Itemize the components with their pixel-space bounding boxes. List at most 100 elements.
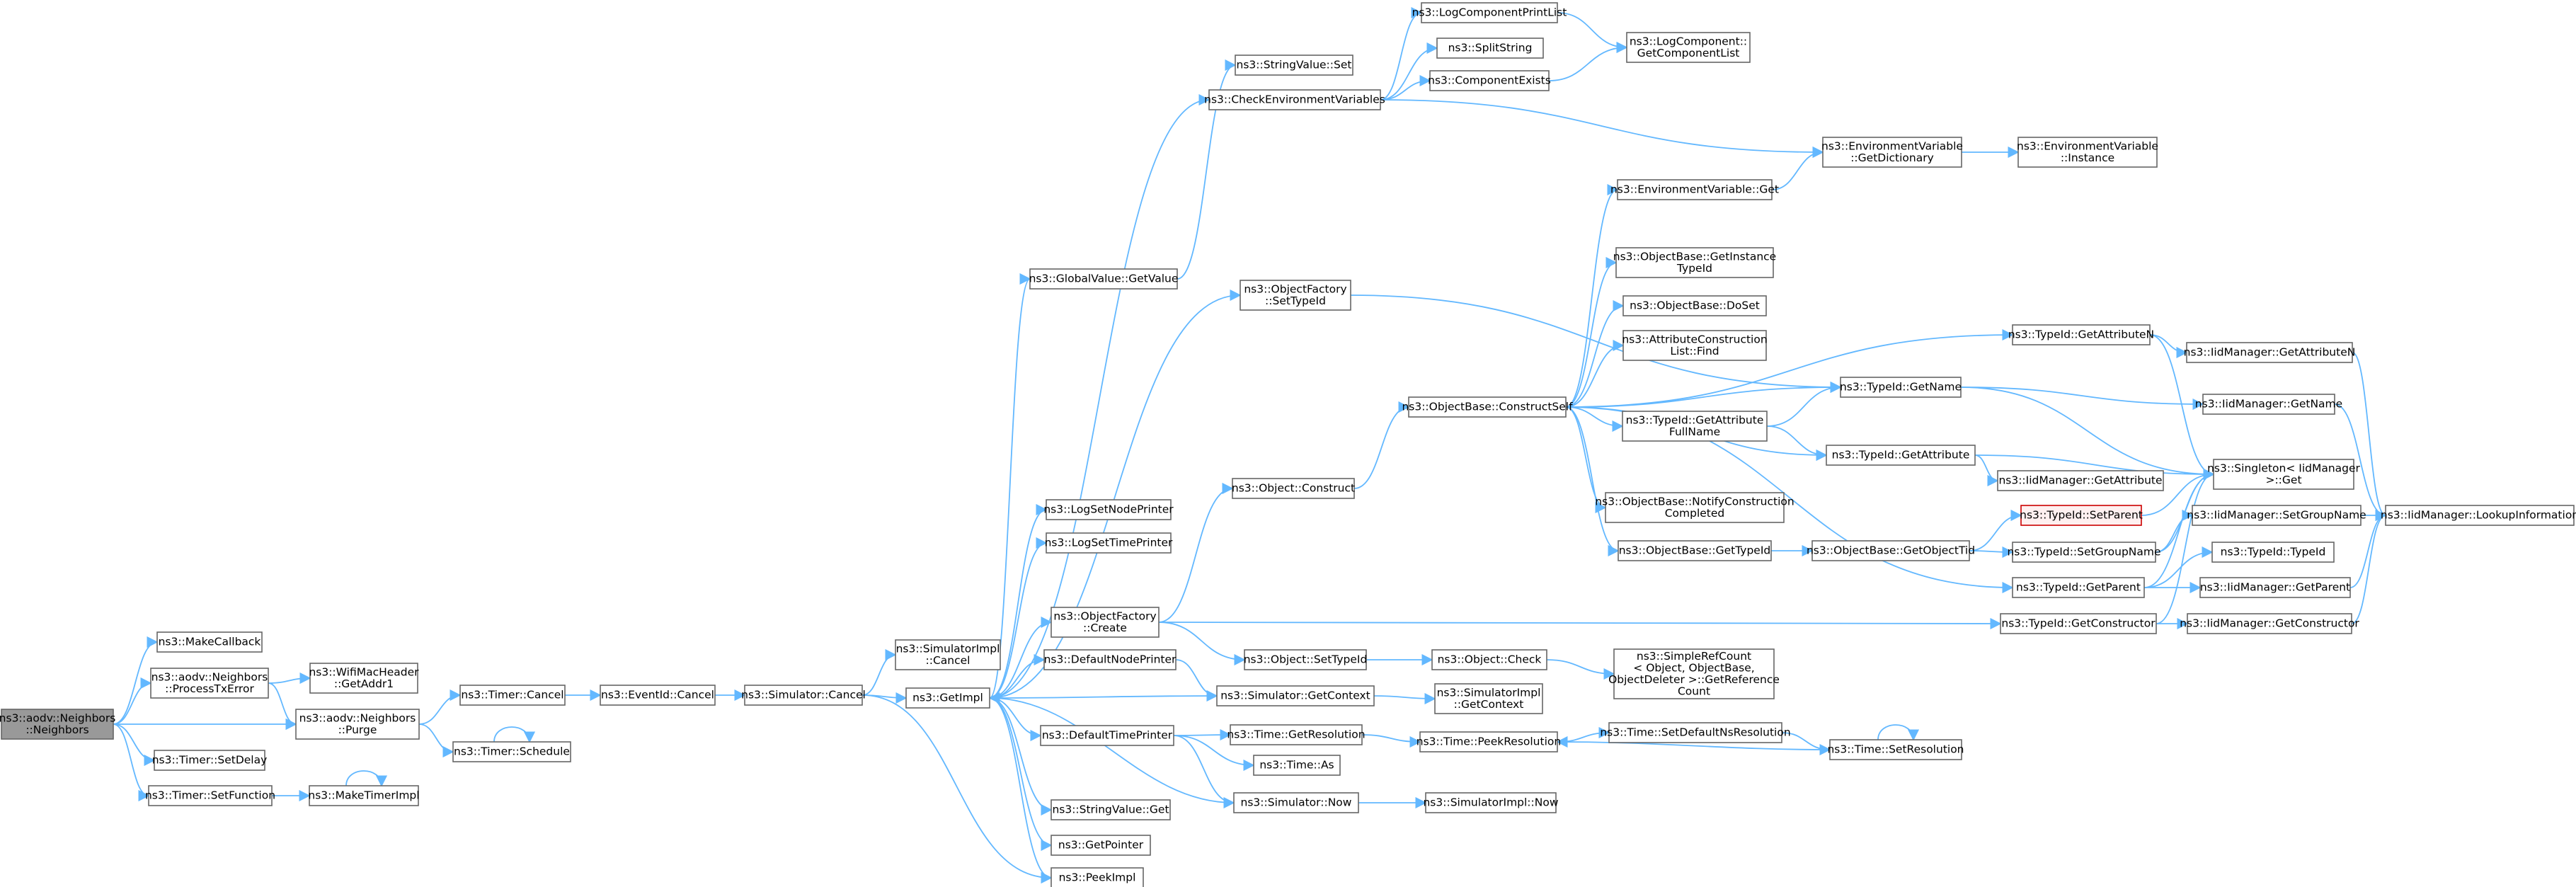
edge-purge-to-timerSchedule: [418, 723, 454, 758]
node-getImpl[interactable]: ns3::GetImpl: [905, 687, 990, 709]
node-label: ns3::ObjectBase::NotifyConstruction: [1595, 495, 1794, 508]
node-box: [1408, 396, 1567, 418]
node-typeIdTypeId[interactable]: ns3::TypeId::TypeId: [2211, 542, 2335, 563]
node-eventIdCancel[interactable]: ns3::EventId::Cancel: [600, 685, 716, 706]
node-box: [1046, 499, 1172, 520]
node-timerCancel[interactable]: ns3::Timer::Cancel: [459, 685, 566, 706]
node-objFactCreate[interactable]: ns3::ObjectFactory::Create: [1051, 607, 1160, 638]
node-objBaseGetObjTid[interactable]: ns3::ObjectBase::GetObjectTid: [1807, 540, 1975, 561]
node-logCompGetList[interactable]: ns3::LogComponent::GetComponentList: [1626, 32, 1751, 63]
node-simNow[interactable]: ns3::Simulator::Now: [1233, 792, 1359, 813]
node-box: [2211, 542, 2335, 563]
node-compExists[interactable]: ns3::ComponentExists: [1428, 70, 1551, 91]
node-box: [2187, 613, 2352, 634]
node-defNodePrinter[interactable]: ns3::DefaultNodePrinter: [1043, 649, 1177, 670]
node-label: ns3::IidManager::GetAttributeN: [2184, 346, 2356, 359]
node-purge[interactable]: ns3::aodv::Neighbors::Purge: [295, 709, 420, 740]
node-objSetTypeId[interactable]: ns3::Object::SetTypeId: [1244, 649, 1368, 670]
node-makeTimerImpl[interactable]: ns3::MakeTimerImpl: [308, 785, 420, 806]
node-label: ns3::IidManager::SetGroupName: [2187, 509, 2366, 522]
node-typeIdGetCtor[interactable]: ns3::TypeId::GetConstructor: [2000, 613, 2157, 634]
node-typeIdGetAttrN[interactable]: ns3::TypeId::GetAttributeN: [2008, 324, 2154, 345]
edge-checkEnv-to-logCompPrint: [1380, 6, 1423, 101]
node-typeIdGetName[interactable]: ns3::TypeId::GetName: [1840, 377, 1962, 398]
node-label: ns3::aodv::Neighbors: [299, 711, 416, 724]
node-timePeekRes[interactable]: ns3::Time::PeekResolution: [1416, 731, 1561, 752]
node-label: ns3::TypeId::GetAttribute: [1832, 449, 1970, 462]
node-simImplCancel[interactable]: ns3::SimulatorImpl::Cancel: [895, 639, 1001, 670]
node-iidSetGroupName[interactable]: ns3::IidManager::SetGroupName: [2187, 505, 2366, 526]
node-box: [2192, 505, 2362, 526]
node-iidGetAttrN[interactable]: ns3::IidManager::GetAttributeN: [2184, 342, 2356, 363]
node-logSetNode[interactable]: ns3::LogSetNodePrinter: [1043, 499, 1174, 520]
edge-root-to-timerSetDelay: [113, 723, 156, 767]
node-svSet[interactable]: ns3::StringValue::Set: [1235, 55, 1353, 76]
node-envGet[interactable]: ns3::EnvironmentVariable::Get: [1610, 179, 1779, 200]
node-simGetContext[interactable]: ns3::Simulator::GetContext: [1216, 685, 1375, 706]
node-box: [1826, 445, 1976, 466]
node-iidGetParent[interactable]: ns3::IidManager::GetParent: [2199, 577, 2351, 598]
node-label: ns3::PeekImpl: [1059, 871, 1136, 884]
node-iidGetCtor[interactable]: ns3::IidManager::GetConstructor: [2180, 613, 2359, 634]
node-typeIdSetGroupName[interactable]: ns3::TypeId::SetGroupName: [2007, 542, 2161, 563]
node-timeSetDefNs[interactable]: ns3::Time::SetDefaultNsResolution: [1600, 722, 1791, 743]
edge-getImpl-to-objFactSetTypeId: [989, 289, 1242, 699]
node-root[interactable]: ns3::aodv::Neighbors::Neighbors: [0, 709, 115, 740]
edge-defTimePrinter-to-timeAs: [1173, 735, 1255, 772]
node-objBaseNotify[interactable]: ns3::ObjectBase::NotifyConstructionCompl…: [1595, 492, 1794, 523]
node-envInstance[interactable]: ns3::EnvironmentVariable::Instance: [2017, 137, 2158, 168]
node-label: ns3::ObjectFactory: [1053, 610, 1156, 622]
node-svGet[interactable]: ns3::StringValue::Get: [1051, 799, 1171, 820]
node-objCheck[interactable]: ns3::Object::Check: [1431, 649, 1547, 670]
edge-checkEnv-to-compExists: [1380, 74, 1431, 101]
node-gvGetValue[interactable]: ns3::GlobalValue::GetValue: [1029, 268, 1179, 290]
node-checkEnv[interactable]: ns3::CheckEnvironmentVariables: [1204, 89, 1385, 110]
node-box: [1029, 268, 1178, 290]
node-singletonGet[interactable]: ns3::Singleton< IidManager>::Get: [2207, 459, 2361, 490]
node-box: [1840, 377, 1962, 398]
node-objConstruct[interactable]: ns3::Object::Construct: [1232, 478, 1355, 499]
node-box: [1811, 540, 1970, 561]
node-timeAs[interactable]: ns3::Time::As: [1253, 755, 1341, 776]
node-defTimePrinter[interactable]: ns3::DefaultTimePrinter: [1040, 725, 1174, 746]
node-splitString[interactable]: ns3::SplitString: [1436, 38, 1544, 59]
node-timeSetRes[interactable]: ns3::Time::SetResolution: [1827, 739, 1964, 760]
node-label: < Object, ObjectBase,: [1633, 661, 1754, 674]
node-lookupInfo[interactable]: ns3::IidManager::LookupInformation: [2381, 505, 2576, 526]
node-procTx[interactable]: ns3::aodv::Neighbors::ProcessTxError: [150, 668, 269, 699]
node-getAddr1[interactable]: ns3::WifiMacHeader::GetAddr1: [309, 663, 419, 694]
node-label: ObjectDeleter >::GetReference: [1608, 673, 1780, 686]
node-peekImpl[interactable]: ns3::PeekImpl: [1051, 867, 1144, 887]
node-iidGetAttr[interactable]: ns3::IidManager::GetAttribute: [1997, 470, 2164, 491]
node-makecb[interactable]: ns3::MakeCallback: [156, 631, 263, 653]
node-label: ::Create: [1083, 622, 1127, 634]
node-label: ns3::CheckEnvironmentVariables: [1204, 93, 1385, 106]
node-timerSetFunc[interactable]: ns3::Timer::SetFunction: [145, 785, 275, 806]
edge-getImpl-to-getPointer: [989, 697, 1053, 852]
node-objFactSetTypeId[interactable]: ns3::ObjectFactory::SetTypeId: [1240, 280, 1351, 311]
node-envGetDict[interactable]: ns3::EnvironmentVariable::GetDictionary: [1821, 137, 1963, 168]
node-logSetTime[interactable]: ns3::LogSetTimePrinter: [1045, 532, 1173, 554]
node-simImplGetCtx[interactable]: ns3::SimulatorImpl::GetContext: [1434, 683, 1543, 714]
node-simCancel[interactable]: ns3::Simulator::Cancel: [741, 685, 866, 706]
node-constructSelf[interactable]: ns3::ObjectBase::ConstructSelf: [1402, 396, 1573, 418]
node-timeGetRes[interactable]: ns3::Time::GetResolution: [1227, 724, 1366, 745]
node-typeIdGetParent[interactable]: ns3::TypeId::GetParent: [2012, 577, 2145, 598]
node-objBaseGetTypeId[interactable]: ns3::ObjectBase::GetTypeId: [1618, 540, 1772, 561]
node-box: [1419, 731, 1558, 752]
node-timerSetDelay[interactable]: ns3::Timer::SetDelay: [152, 750, 268, 771]
node-getPointer[interactable]: ns3::GetPointer: [1051, 835, 1151, 856]
node-box: [154, 750, 265, 771]
node-logCompPrint[interactable]: ns3::LogComponentPrintList: [1412, 2, 1567, 23]
node-label: ns3::SimpleRefCount: [1637, 650, 1751, 663]
node-typeIdGetAttr[interactable]: ns3::TypeId::GetAttribute: [1826, 445, 1976, 466]
node-objBaseDoSet[interactable]: ns3::ObjectBase::DoSet: [1622, 295, 1767, 316]
node-iidGetName[interactable]: ns3::IidManager::GetName: [2195, 394, 2342, 415]
node-simpleRefCount[interactable]: ns3::SimpleRefCount< Object, ObjectBase,…: [1608, 648, 1780, 699]
node-timerSchedule[interactable]: ns3::Timer::Schedule: [452, 741, 571, 762]
node-simImplNow[interactable]: ns3::SimulatorImpl::Now: [1423, 792, 1559, 813]
node-typeIdSetParent[interactable]: ns3::TypeId::SetParent: [2020, 505, 2143, 526]
